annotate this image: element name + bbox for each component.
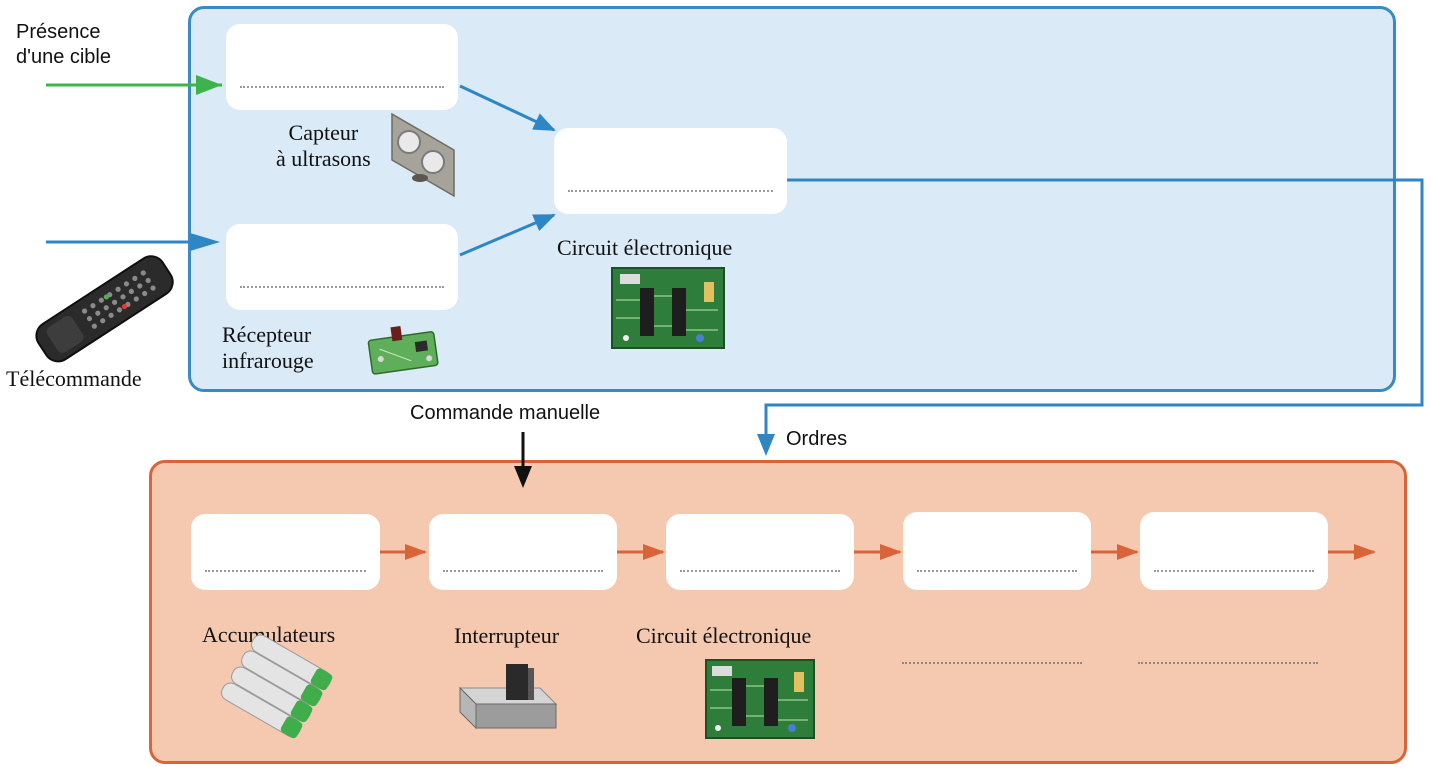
ir-function-box[interactable] (226, 224, 458, 310)
target-presence-arrowhead (196, 75, 222, 95)
remote-input-arrowhead (190, 233, 220, 251)
chain-box-5[interactable] (1140, 512, 1328, 590)
orders-label: Ordres (786, 428, 848, 450)
ir-to-circuit-arrow (459, 213, 556, 257)
manual-command-label: Commande manuelle (410, 402, 601, 424)
blank-label-line-1 (902, 662, 1082, 664)
acquisition-circuit-label: Circuit électronique (557, 235, 733, 260)
remote-label: Télécommande (6, 366, 142, 391)
chain-box-2[interactable] (429, 514, 617, 590)
orders-path (764, 178, 1424, 440)
blank-label-line-2 (1138, 662, 1318, 664)
ultrasonic-to-circuit-arrow (459, 84, 556, 132)
switch-label: Interrupteur (454, 623, 560, 648)
chain-box-4[interactable] (903, 512, 1091, 590)
target-presence-label: Présence d'une cible (16, 21, 111, 68)
chain-circuit-label: Circuit électronique (636, 623, 812, 648)
circuit-function-box[interactable] (554, 128, 787, 214)
ultrasonic-sensor-label: Capteur à ultrasons (276, 120, 371, 171)
chain-box-1[interactable] (191, 514, 380, 590)
ir-receiver-label: Récepteur infrarouge (222, 322, 314, 373)
ultrasonic-function-box[interactable] (226, 24, 458, 110)
chain-box-3[interactable] (666, 514, 854, 590)
orders-arrowhead (757, 434, 775, 456)
manual-command-arrowhead (514, 466, 532, 488)
accumulators-label: Accumulateurs (202, 622, 336, 647)
